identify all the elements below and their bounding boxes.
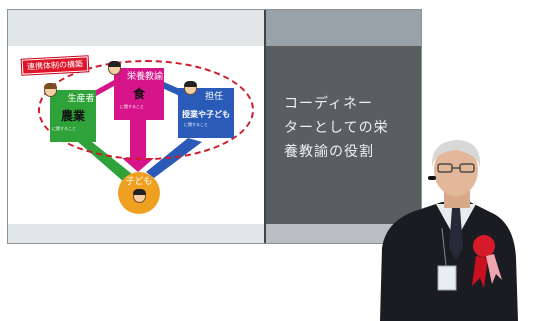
role-homeroom: 担任 授業や子ども に関すること	[178, 88, 234, 138]
role-child-label: 子ども	[125, 177, 153, 187]
role-homeroom-subject: 授業や子ども	[182, 110, 230, 119]
role-teacher: 栄養教諭 食 に関すること	[114, 68, 164, 120]
slide-heading-line: 養教諭の役割	[284, 144, 374, 160]
person-icon	[133, 189, 146, 203]
slide-border	[7, 9, 422, 244]
role-teacher-label: 栄養教諭	[126, 72, 163, 82]
presenter-tie	[449, 208, 463, 260]
slide-bottom-bar-dark	[264, 224, 422, 244]
role-teacher-note: に関すること	[120, 104, 144, 109]
presenter-face	[434, 144, 478, 196]
presenter-jacket	[380, 202, 518, 321]
slide-heading: コーディネー ターとしての栄 養教諭の役割	[284, 92, 414, 164]
collaboration-ellipse	[38, 60, 254, 160]
role-teacher-subject: 食	[132, 87, 145, 101]
role-homeroom-label: 担任	[204, 92, 223, 102]
presenter-video	[380, 140, 518, 321]
slide-heading-line: ターとしての栄	[284, 120, 389, 136]
slide-divider	[264, 10, 266, 244]
person-icon	[184, 81, 197, 95]
rosette-ribbon	[472, 256, 488, 288]
slide-heading-line: コーディネー	[284, 96, 374, 112]
badge-icon	[437, 265, 457, 291]
person-icon	[108, 61, 121, 75]
badge-lanyard	[441, 227, 447, 267]
role-producer: 生産者 農業 に関すること	[50, 90, 96, 142]
person-icon	[44, 83, 57, 97]
headset-mic-icon	[428, 176, 436, 180]
presenter-hair	[431, 140, 481, 168]
slide-text-panel	[264, 46, 422, 224]
rosette-icon	[473, 235, 495, 257]
role-producer-subject: 農業	[60, 109, 85, 123]
role-producer-note: に関すること	[52, 126, 76, 131]
role-homeroom-note: に関すること	[184, 122, 208, 127]
role-producer-label: 生産者	[67, 94, 95, 104]
slide-top-bar-dark	[264, 10, 422, 46]
rosette-ribbon-pink	[486, 254, 502, 284]
